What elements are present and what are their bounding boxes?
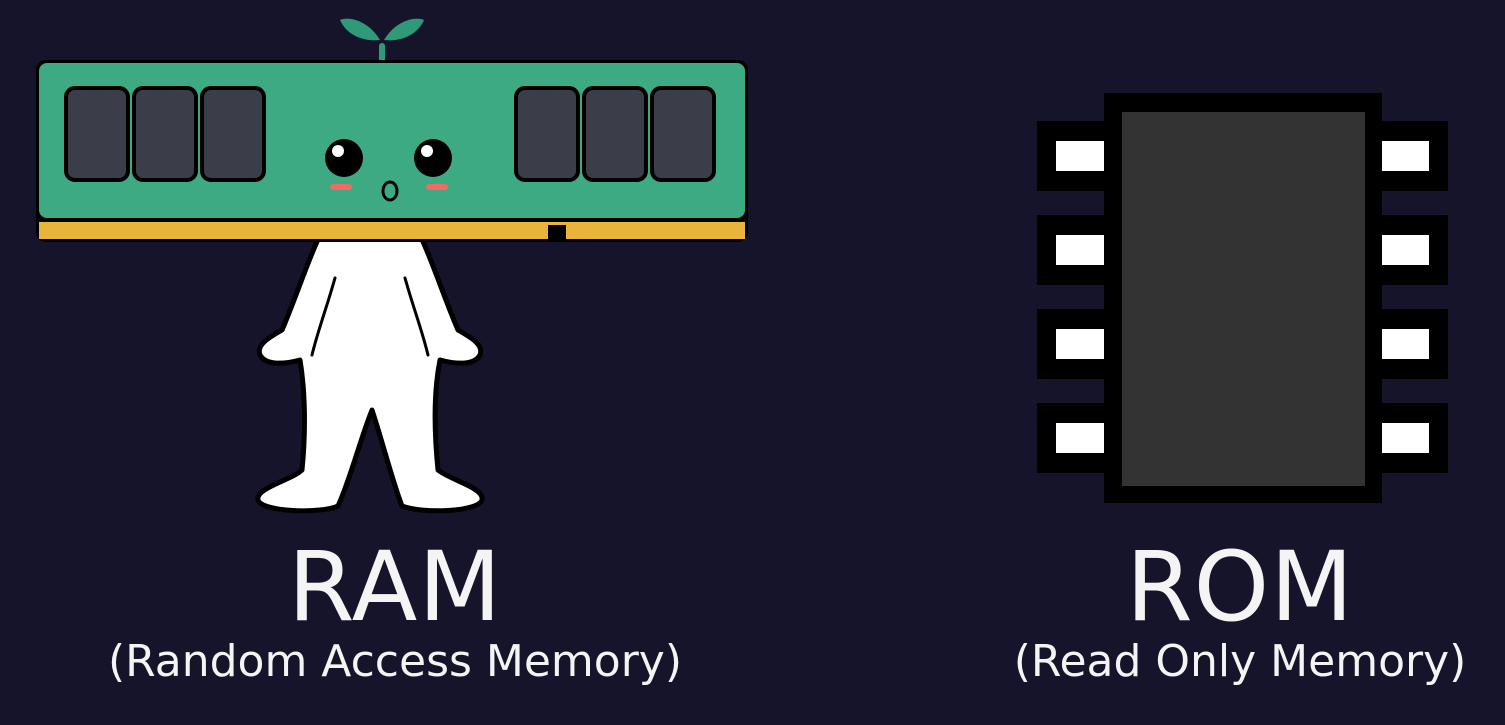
ram-chips-right	[514, 86, 716, 182]
ram-mascot-illustration	[36, 18, 748, 514]
ram-label-block: RAM (Random Access Memory)	[60, 535, 730, 689]
mascot-face	[325, 139, 452, 202]
rom-title: ROM	[1125, 531, 1355, 643]
rom-label-block: ROM (Read Only Memory)	[980, 535, 1500, 689]
ram-chips-left	[64, 86, 266, 182]
rom-subtitle: (Read Only Memory)	[1013, 636, 1467, 687]
ram-title: RAM	[287, 531, 503, 643]
ram-subtitle: (Random Access Memory)	[107, 636, 683, 687]
sprout-icon	[340, 18, 424, 63]
rom-chip-body	[1104, 93, 1382, 503]
rom-chip-icon	[1037, 93, 1448, 503]
mascot-body	[255, 232, 485, 514]
